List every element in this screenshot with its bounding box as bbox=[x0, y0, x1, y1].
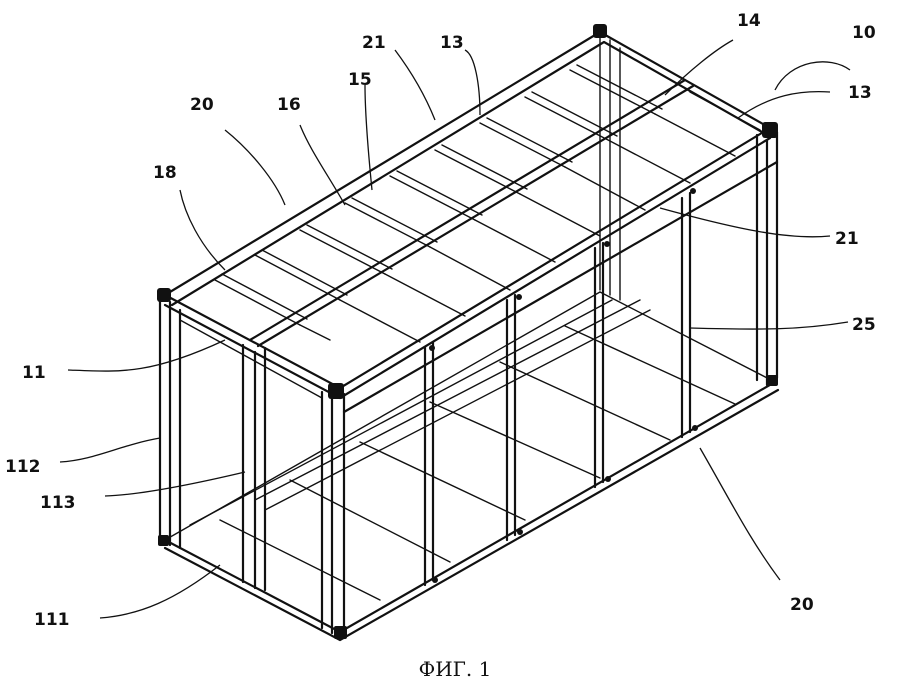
label-16: 16 bbox=[277, 95, 301, 115]
label-13-right: 13 bbox=[848, 83, 872, 103]
label-111: 111 bbox=[34, 610, 70, 630]
label-20-top: 20 bbox=[190, 95, 214, 115]
reference-labels: 10 13 13 14 21 15 16 20 18 11 112 113 11… bbox=[5, 11, 876, 630]
label-21-top: 21 bbox=[362, 33, 386, 53]
top-frame bbox=[163, 30, 772, 400]
figure-caption: ФИГ. 1 bbox=[419, 657, 492, 681]
bottom-frame bbox=[163, 291, 780, 642]
label-113: 113 bbox=[40, 493, 76, 513]
label-18: 18 bbox=[153, 163, 177, 183]
label-112: 112 bbox=[5, 457, 41, 477]
label-21-right: 21 bbox=[835, 229, 859, 249]
corner-joints bbox=[157, 24, 778, 639]
leader-lines bbox=[59, 39, 851, 619]
label-11: 11 bbox=[22, 363, 46, 383]
label-10: 10 bbox=[852, 23, 876, 43]
label-25: 25 bbox=[852, 315, 876, 335]
label-14: 14 bbox=[737, 11, 761, 31]
label-13-top: 13 bbox=[440, 33, 464, 53]
label-15: 15 bbox=[348, 70, 372, 90]
vertical-posts bbox=[158, 34, 779, 640]
label-20-bottom: 20 bbox=[790, 595, 814, 615]
